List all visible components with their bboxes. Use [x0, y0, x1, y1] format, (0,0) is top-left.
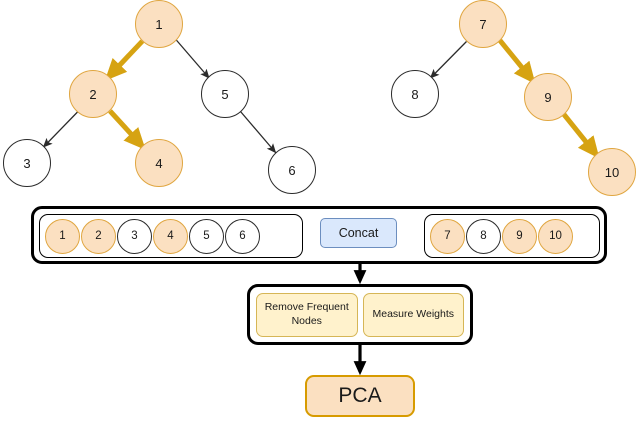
edge-5-6 — [240, 111, 277, 154]
seq-node-8[interactable]: 8 — [466, 218, 501, 254]
seq-node-6[interactable]: 6 — [225, 218, 260, 254]
concat-label: Concat — [338, 226, 379, 240]
edge-1-5 — [175, 39, 210, 79]
edge-7-9 — [498, 38, 536, 85]
right-sequence-group: 7 8 9 10 — [424, 214, 600, 258]
tree-node-label: 5 — [221, 86, 229, 102]
edge-1-2 — [104, 39, 145, 81]
edge-2-4 — [108, 109, 146, 150]
seq-node-label: 1 — [59, 230, 66, 242]
tree-node-label: 1 — [155, 16, 163, 32]
tree-node-2[interactable]: 2 — [69, 70, 117, 118]
process-box-label: Remove Frequent Nodes — [264, 301, 349, 327]
process-box-label: Measure Weights — [372, 307, 454, 320]
seq-node-5[interactable]: 5 — [189, 218, 224, 254]
seq-node-9[interactable]: 9 — [502, 218, 537, 254]
seq-node-label: 9 — [516, 230, 523, 242]
tree-node-4[interactable]: 4 — [135, 139, 183, 187]
seq-node-4[interactable]: 4 — [153, 218, 188, 254]
tree-node-label: 10 — [604, 164, 620, 180]
concat-stage-container: 1 2 3 4 5 6 7 8 9 10 — [31, 206, 607, 264]
tree-node-10[interactable]: 10 — [588, 148, 636, 196]
seq-node-label: 4 — [167, 230, 174, 242]
concat-button[interactable]: Concat — [320, 218, 397, 248]
left-sequence-group: 1 2 3 4 5 6 — [39, 214, 303, 258]
tree-node-3[interactable]: 3 — [3, 139, 51, 187]
tree-node-8[interactable]: 8 — [391, 70, 439, 118]
edge-9-10 — [562, 112, 600, 159]
tree-node-label: 4 — [155, 155, 163, 171]
tree-node-9[interactable]: 9 — [524, 73, 572, 121]
process-stage-container: Remove Frequent Nodes Measure Weights — [247, 284, 473, 345]
tree-node-1[interactable]: 1 — [135, 0, 183, 48]
seq-node-label: 2 — [95, 230, 102, 242]
seq-node-7[interactable]: 7 — [430, 218, 465, 254]
tree-node-label: 6 — [288, 162, 296, 178]
tree-node-label: 2 — [89, 86, 97, 102]
remove-frequent-nodes-box[interactable]: Remove Frequent Nodes — [256, 292, 358, 337]
pca-output-box[interactable]: PCA — [305, 375, 415, 417]
tree-node-label: 3 — [23, 155, 31, 171]
seq-node-label: 10 — [549, 230, 562, 242]
tree-node-label: 7 — [479, 16, 487, 32]
pca-label: PCA — [338, 384, 382, 407]
seq-node-2[interactable]: 2 — [81, 218, 116, 254]
tree-node-label: 9 — [544, 89, 552, 105]
seq-node-label: 6 — [239, 230, 246, 242]
seq-node-3[interactable]: 3 — [117, 218, 152, 254]
tree-node-5[interactable]: 5 — [201, 70, 249, 118]
seq-node-label: 5 — [203, 230, 210, 242]
tree-node-7[interactable]: 7 — [459, 0, 507, 48]
tree-node-6[interactable]: 6 — [268, 146, 316, 194]
seq-node-label: 7 — [444, 230, 451, 242]
seq-node-10[interactable]: 10 — [538, 218, 573, 254]
edge-7-8 — [429, 41, 467, 79]
tree-node-label: 8 — [411, 86, 419, 102]
measure-weights-box[interactable]: Measure Weights — [362, 292, 464, 337]
edge-2-3 — [42, 111, 78, 148]
seq-node-label: 8 — [480, 230, 487, 242]
seq-node-1[interactable]: 1 — [45, 218, 80, 254]
seq-node-label: 3 — [131, 230, 138, 242]
